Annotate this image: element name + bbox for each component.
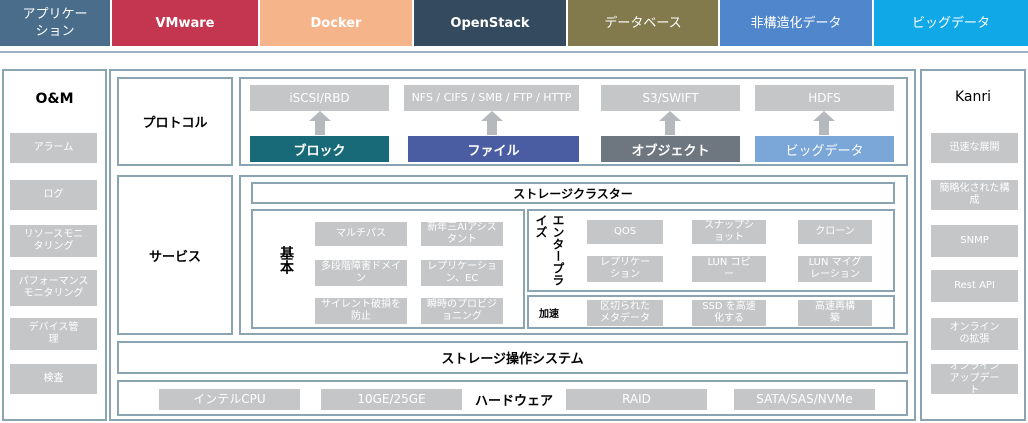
accel-item-rebuild: 高速再構築	[798, 300, 872, 326]
hardware-label: ハードウェア	[474, 394, 553, 409]
basic-item-fault-domain: 多段階障害ドメイン	[315, 260, 407, 286]
storage-os-box	[117, 341, 908, 374]
om-title: O&M	[35, 91, 74, 107]
category-applications: アプリケー ション	[0, 0, 110, 46]
category-docker: Docker	[260, 0, 412, 46]
ent-item-replication: レプリケーション	[587, 256, 663, 282]
om-item-inspection: 検査	[10, 364, 97, 394]
om-item-alarm: アラーム	[10, 133, 97, 163]
protocol-label: プロトコル	[142, 116, 208, 131]
service-label-box	[117, 175, 233, 335]
kanri-item-online-expansion: オンラインの拡張	[931, 318, 1018, 350]
ent-item-snapshot: スナップショット	[692, 220, 766, 244]
ent-item-clone: クローン	[798, 220, 872, 244]
storage-cluster-box	[251, 182, 895, 204]
ent-item-lun-migration: LUN マイグレーション	[798, 256, 872, 282]
separator-line	[0, 51, 1028, 53]
hw-item-intel-cpu: インテルCPU	[159, 389, 300, 410]
kanri-item-rapid-deploy: 迅速な展開	[931, 133, 1018, 163]
category-database: データベース	[568, 0, 718, 46]
ent-item-lun-copy: LUN コピー	[692, 256, 766, 282]
protocol-iscsi-rbd: iSCSI/RBD	[250, 85, 389, 111]
type-block: ブロック	[250, 136, 389, 162]
hw-item-raid: RAID	[566, 389, 707, 410]
accel-item-ssd: SSD を高速化する	[692, 300, 766, 326]
om-item-resource-monitoring: リソースモニタリング	[10, 225, 97, 257]
kanri-item-simplified-config: 簡略化された構成	[931, 180, 1018, 210]
accel-item-metadata: 区切られたメタデータ	[587, 300, 663, 326]
up-arrow-icon	[659, 111, 681, 135]
kanri-item-online-update: オンラインアップデート	[931, 361, 1018, 396]
basic-item-replication-ec: レプリケーション、EC	[421, 260, 503, 286]
storage-os-label: ストレージ操作システム	[441, 352, 584, 367]
protocol-nfs-cifs: NFS / CIFS / SMB / FTP / HTTP	[404, 85, 579, 111]
category-openstack: OpenStack	[414, 0, 566, 46]
kanri-item-rest-api: Rest API	[931, 270, 1018, 302]
category-unstructured-data: 非構造化データ	[720, 0, 872, 46]
up-arrow-icon	[481, 111, 503, 135]
basic-item-ai-assistant: 新年三AIアシスタント	[421, 222, 503, 246]
service-label: サービス	[148, 249, 201, 265]
kanri-title: Kanri	[954, 89, 992, 105]
type-big-data: ビッグデータ	[755, 136, 894, 162]
ent-item-qos: QOS	[587, 220, 663, 244]
protocol-label-box	[117, 77, 233, 166]
protocol-s3-swift: S3/SWIFT	[601, 85, 740, 111]
kanri-item-snmp: SNMP	[931, 225, 1018, 257]
basic-item-silent-corruption: サイレント破損を防止	[315, 298, 407, 324]
up-arrow-icon	[813, 111, 835, 135]
basic-item-provisioning: 瞬時のプロビジョニング	[421, 298, 503, 324]
type-object: オブジェクト	[601, 136, 740, 162]
category-big-data: ビッグデータ	[874, 0, 1028, 46]
om-item-performance-monitoring: パフォーマンスモニタリング	[10, 270, 97, 306]
accel-label: 加速	[539, 308, 559, 320]
om-item-device-management: デバイス管理	[10, 318, 97, 350]
protocol-hdfs: HDFS	[755, 85, 894, 111]
enterprise-label: エンタープライズ	[534, 214, 565, 286]
type-file: ファイル	[408, 136, 579, 162]
up-arrow-icon	[309, 111, 331, 135]
storage-cluster-label: ストレージクラスター	[513, 186, 633, 201]
basic-label: 基本	[278, 246, 294, 274]
hw-item-10ge-25ge: 10GE/25GE	[321, 389, 462, 410]
category-vmware: VMware	[112, 0, 258, 46]
basic-item-multipath: マルチパス	[315, 222, 407, 246]
hw-item-sata-sas-nvme: SATA/SAS/NVMe	[734, 389, 875, 410]
om-item-log: ログ	[10, 180, 97, 210]
